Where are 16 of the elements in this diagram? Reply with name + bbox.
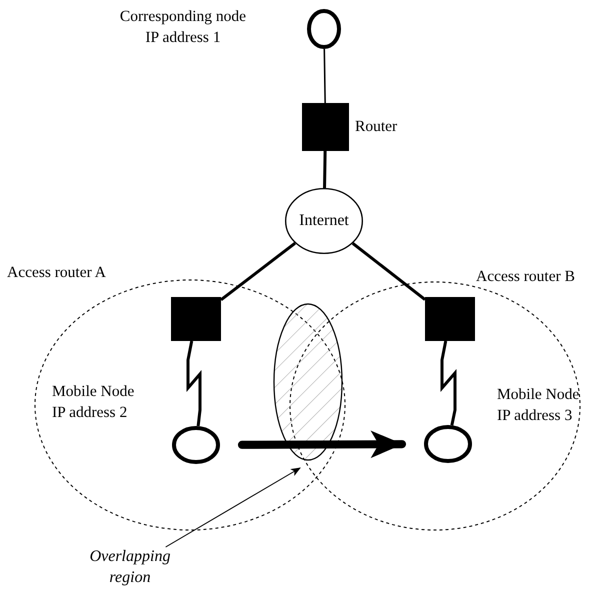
node-label: Mobile Node IP address 3 [497,385,580,426]
host-label: Access router B [476,267,576,287]
link-line [324,48,326,104]
node-label: Mobile Node IP address 2 [52,382,136,423]
node-label: Internet [299,210,349,231]
link-line [186,340,202,426]
node-label: Router [355,117,398,137]
leader-line [165,468,301,548]
arrow [238,430,406,458]
host-label: Access router A [7,263,107,283]
callout-text: Overlapping region [88,547,172,588]
host-label: Corresponding node IP address 1 [118,7,248,48]
link-line [352,242,426,301]
link-line [440,340,456,426]
link-line [220,242,296,302]
link-line [323,150,327,188]
